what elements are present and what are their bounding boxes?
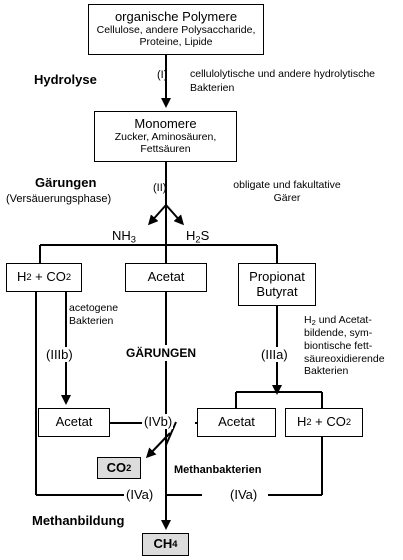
h2-acetat-line1: H2 und Acetat-	[304, 314, 385, 327]
h2co2-left-mid: + CO	[31, 269, 66, 285]
label-h2-acetat-bildende: H2 und Acetat- bildende, sym- biontische…	[304, 314, 385, 378]
box-acetat-left: Acetat	[38, 408, 110, 437]
nh3-sub: 3	[130, 234, 136, 245]
h2co2-right-h-sub: 2	[306, 417, 312, 428]
ch4-base: CH	[153, 536, 173, 552]
h2co2-left-co-sub: 2	[65, 272, 72, 283]
label-step-iva-right: (IVa)	[228, 487, 260, 502]
monomere-detail: Zucker, Aminosäuren, Fettsäuren	[114, 131, 217, 155]
h2-acetat-line1-base: H	[304, 314, 312, 326]
acetat-right-label: Acetat	[218, 414, 255, 430]
co2-base: CO	[106, 459, 127, 475]
acetat-left-label: Acetat	[55, 414, 93, 430]
label-h2s: H2S	[186, 228, 209, 244]
h2-acetat-line1-rest: und Acetat-	[315, 314, 372, 326]
line-ivb-branch	[165, 421, 177, 446]
label-bakterien-i: cellulolytische und andere hydrolytische…	[190, 68, 376, 94]
h2co2-left-h: H	[16, 269, 27, 285]
label-step-iiia: (IIIa)	[259, 347, 290, 362]
label-gaerer: obligate und fakultative Gärer	[233, 179, 341, 204]
nh3-base: NH	[112, 228, 131, 243]
label-acetogene-bakterien: acetogene Bakterien	[69, 302, 119, 328]
label-step-i: (I)	[157, 69, 168, 81]
label-nh3: NH3	[112, 228, 136, 244]
acetat-mid-label: Acetat	[147, 269, 185, 285]
h2-acetat-line3: biontische fett-	[304, 339, 373, 352]
h2co2-right-co-sub: 2	[345, 417, 352, 428]
ch4-sub: 4	[172, 539, 178, 550]
box-propionat-butyrat: Propionat Butyrat	[238, 263, 316, 306]
polymere-title: organische Polymere	[114, 9, 238, 25]
butyrat-label: Butyrat	[256, 283, 298, 299]
h2-acetat-line4: säureoxidierende	[304, 352, 385, 365]
label-methanbakterien: Methanbakterien	[174, 464, 262, 476]
h2s-sub: 2	[195, 234, 201, 245]
label-methanbildung: Methanbildung	[32, 513, 125, 528]
box-monomere: Monomere Zucker, Aminosäuren, Fettsäuren	[94, 111, 237, 162]
arrow-nh3	[148, 204, 167, 226]
label-hydrolyse: Hydrolyse	[34, 72, 97, 87]
monomere-title: Monomere	[134, 116, 197, 132]
arrow-to-co2	[145, 432, 171, 459]
h2-acetat-line2: bildende, sym-	[304, 327, 373, 340]
label-gaerungen: Gärungen	[35, 175, 97, 190]
h2co2-left-h-sub: 2	[26, 272, 32, 283]
box-organische-polymere: organische Polymere Cellulose, andere Po…	[88, 4, 264, 55]
polymere-detail: Cellulose, andere Polysaccharide, Protei…	[96, 24, 256, 48]
co2-sub: 2	[126, 462, 132, 473]
h2s-rest: S	[200, 228, 210, 243]
label-step-iva-left: (IVa)	[124, 487, 156, 502]
propionat-label: Propionat	[249, 268, 305, 284]
h2co2-right-mid: + CO	[311, 414, 346, 430]
h2-acetat-line1-sub: 2	[311, 317, 316, 327]
h2-acetat-line5: Bakterien	[304, 365, 349, 378]
label-step-ii: (II)	[153, 182, 167, 194]
label-step-ivb: (IVb)	[143, 414, 174, 429]
label-versaeuerungsphase: (Versäuerungsphase)	[6, 193, 112, 205]
label-gaerungen-caps: GÄRUNGEN	[124, 345, 199, 361]
h2s-base: H	[186, 228, 196, 243]
h2co2-right-h: H	[296, 414, 307, 430]
box-acetat-mid: Acetat	[125, 263, 207, 292]
label-step-iiib: (IIIb)	[44, 347, 75, 362]
box-acetat-right: Acetat	[197, 408, 276, 437]
arrow-h2s	[165, 204, 184, 226]
